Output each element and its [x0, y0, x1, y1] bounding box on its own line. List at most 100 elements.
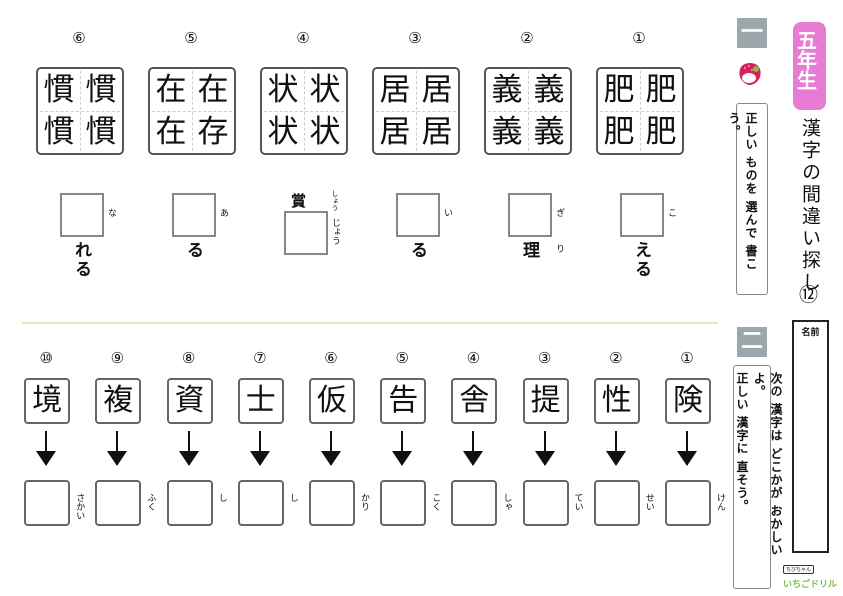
answer-box[interactable] — [166, 480, 213, 526]
okurigana: る — [407, 241, 427, 260]
furigana: ふく — [145, 493, 156, 511]
furigana: こく — [430, 493, 441, 511]
question-number: ① — [680, 349, 694, 367]
furigana: な — [106, 208, 116, 217]
furigana: かり — [359, 493, 369, 511]
name-label: 名前 — [801, 328, 820, 338]
wrong-kanji: 境 — [24, 378, 71, 424]
answer-box[interactable] — [620, 193, 664, 237]
arrow-down-icon — [321, 431, 341, 467]
logo-tag: ちびちゃん — [783, 565, 815, 574]
section1-instruction: 正しい ものを 選んで 書こう。 — [727, 112, 758, 271]
kanji-choice-grid: 在 在 在 存 — [148, 67, 236, 155]
kanji-choice[interactable]: 居 — [421, 72, 453, 108]
kanji-choice[interactable]: 肥 — [645, 72, 677, 108]
kanji-choice[interactable]: 慣 — [85, 114, 117, 150]
wrong-kanji: 告 — [380, 378, 427, 424]
wrong-kanji: 士 — [237, 378, 284, 424]
wrong-kanji: 複 — [95, 378, 142, 424]
kanji-choice[interactable]: 義 — [533, 72, 565, 108]
kanji-choice[interactable]: 義 — [533, 114, 565, 150]
answer-box[interactable] — [237, 480, 284, 526]
page-title: 漢字の間違い探し — [799, 118, 821, 294]
kanji-choice[interactable]: 義 — [491, 72, 523, 108]
answer-box[interactable] — [309, 480, 355, 526]
okurigana: れる — [71, 241, 91, 279]
strawberry-icon — [737, 60, 763, 86]
section-divider — [22, 322, 718, 324]
furigana: しゃ — [501, 493, 512, 511]
arrow-down-icon — [107, 431, 128, 467]
furigana: い — [442, 208, 452, 217]
kanji-choice[interactable]: 在 — [197, 72, 229, 108]
kanji-choice[interactable]: 在 — [155, 72, 187, 108]
answer-box[interactable] — [24, 480, 71, 526]
question-number: ⑤ — [395, 349, 409, 367]
question-number: ⑦ — [253, 349, 267, 367]
question-number: ④ — [296, 29, 310, 47]
answer-box[interactable] — [451, 480, 498, 526]
arrow-down-icon — [36, 431, 57, 467]
section2-instruction-line2: 正しい 漢字に 直そう。 — [735, 372, 749, 513]
kanji-choice-grid: 肥 肥 肥 肥 — [596, 67, 684, 155]
arrow-down-icon — [178, 431, 199, 467]
question-number: ② — [609, 349, 623, 367]
question-number: ② — [520, 29, 534, 47]
kanji-choice[interactable]: 在 — [155, 114, 187, 150]
kanji-choice[interactable]: 慣 — [85, 72, 117, 108]
furigana: さかい — [74, 493, 85, 520]
kanji-choice-grid: 状 状 状 状 — [260, 67, 348, 155]
kanji-choice[interactable]: 居 — [421, 114, 453, 150]
wrong-kanji: 舎 — [451, 378, 498, 424]
kanji-choice[interactable]: 肥 — [603, 72, 635, 108]
wrong-kanji: 性 — [593, 378, 640, 424]
answer-box[interactable] — [380, 480, 427, 526]
answer-box[interactable] — [508, 193, 552, 237]
wrong-kanji: 仮 — [309, 378, 355, 424]
arrow-down-icon — [534, 431, 555, 467]
question-number: ③ — [408, 29, 422, 47]
answer-box[interactable] — [665, 480, 711, 526]
kanji-choice[interactable]: 居 — [379, 114, 411, 150]
answer-box[interactable] — [593, 480, 640, 526]
arrow-down-icon — [677, 431, 697, 467]
question-number: ⑧ — [181, 349, 196, 367]
answer-box[interactable] — [284, 211, 328, 255]
arrow-down-icon — [463, 431, 484, 467]
kanji-choice[interactable]: 慣 — [43, 72, 75, 108]
arrow-down-icon — [249, 431, 270, 467]
kanji-choice[interactable]: 肥 — [645, 114, 677, 150]
answer-box[interactable] — [95, 480, 142, 526]
section2-badge: 二 — [737, 327, 767, 357]
kanji-choice[interactable]: 慣 — [43, 114, 75, 150]
kanji-choice[interactable]: 状 — [309, 72, 341, 108]
logo: ちびちゃん いちごドリル — [783, 556, 839, 590]
prefix-kanji: 賞 — [291, 192, 307, 210]
kanji-choice-grid: 義 義 義 義 — [484, 67, 572, 155]
kanji-choice[interactable]: 義 — [491, 114, 523, 150]
answer-box[interactable] — [60, 193, 104, 237]
kanji-choice[interactable]: 居 — [379, 72, 411, 108]
kanji-choice[interactable]: 存 — [197, 114, 229, 150]
furigana: けん — [715, 493, 725, 511]
furigana: てい — [572, 493, 583, 511]
question-number: ⑥ — [72, 29, 86, 47]
kanji-choice[interactable]: 状 — [267, 114, 299, 150]
kanji-choice-grid: 慣 慣 慣 慣 — [36, 67, 124, 155]
name-field[interactable]: 名前 — [792, 320, 829, 553]
arrow-down-icon — [392, 431, 413, 467]
okurigana: える — [631, 241, 651, 279]
answer-box[interactable] — [522, 480, 569, 526]
kanji-choice[interactable]: 状 — [309, 114, 341, 150]
kanji-choice[interactable]: 肥 — [603, 114, 635, 150]
section1-instruction-box: 正しい ものを 選んで 書こう。 — [727, 103, 768, 295]
answer-box[interactable] — [172, 193, 216, 237]
furigana: こ — [666, 208, 676, 217]
answer-box[interactable] — [396, 193, 440, 237]
wrong-kanji: 資 — [166, 378, 213, 424]
furigana-prefix: しょう — [331, 190, 339, 211]
question-number: ③ — [537, 349, 552, 367]
question-number: ⑩ — [39, 349, 53, 367]
wrong-kanji: 険 — [665, 378, 711, 424]
kanji-choice[interactable]: 状 — [267, 72, 299, 108]
